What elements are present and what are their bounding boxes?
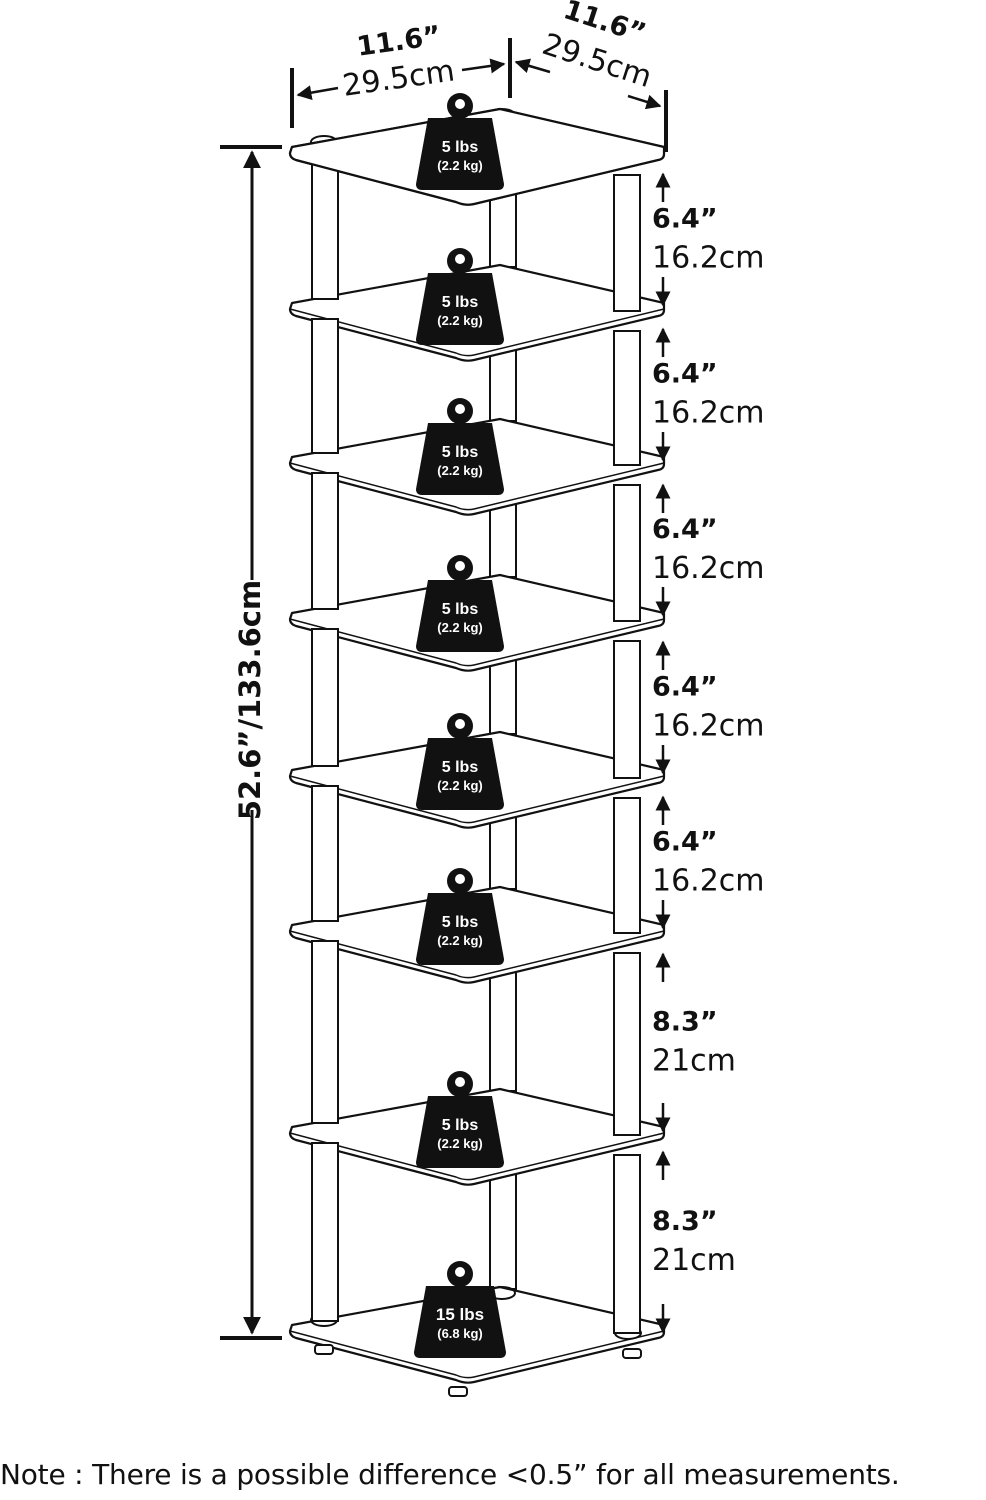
spacing-in-label: 6.4” [652, 514, 718, 545]
front-post-right [613, 484, 641, 622]
weight-lbs-label: 5 lbs [442, 294, 479, 311]
weight-badge: 5 lbs (2.2 kg) [416, 248, 504, 345]
weight-lbs-label: 5 lbs [442, 914, 479, 931]
weight-badge: 15 lbs (6.8 kg) [414, 1261, 506, 1358]
weight-badge: 5 lbs (2.2 kg) [416, 398, 504, 495]
weight-lbs-label: 5 lbs [442, 444, 479, 461]
weight-kg-label: (2.2 kg) [437, 620, 483, 635]
spacing-in-label: 6.4” [652, 359, 718, 390]
front-post-left [311, 162, 339, 300]
front-post-left [311, 1142, 339, 1322]
weight-lbs-label: 5 lbs [442, 759, 479, 776]
width-dimension: 11.6” 29.5cm [290, 20, 512, 128]
weight-kg-label: (2.2 kg) [437, 933, 483, 948]
weight-kg-label: (2.2 kg) [437, 778, 483, 793]
spacing-dimension: 6.4” 16.2cm [652, 327, 765, 462]
spacing-dimension: 8.3” 21cm [652, 1150, 736, 1334]
foot [314, 1344, 334, 1355]
spacing-dimension: 6.4” 16.2cm [652, 172, 765, 307]
foot [448, 1386, 468, 1397]
weight-kg-label: (2.2 kg) [437, 158, 483, 173]
spacing-dimension: 6.4” 16.2cm [652, 483, 765, 617]
front-post-right [613, 952, 641, 1136]
weight-lbs-label: 15 lbs [436, 1305, 484, 1324]
weight-badges: 5 lbs(2.2 kg)5 lbs(2.2 kg)5 lbs(2.2 kg)5… [414, 93, 506, 1358]
front-post-left [311, 318, 339, 454]
spacing-cm-label: 16.2cm [652, 551, 765, 586]
spacing-cm-label: 16.2cm [652, 709, 765, 744]
height-label: 52.6”/133.6cm [233, 580, 267, 820]
front-post-right [613, 640, 641, 779]
weight-badge: 5 lbs (2.2 kg) [416, 1071, 504, 1168]
spacing-dimension: 8.3” 21cm [652, 952, 736, 1133]
shelf-spacing-dimensions: 6.4” 16.2cm 6.4” 16.2cm 6.4” 16.2cm 6.4” 16.2cm… [652, 172, 765, 1334]
front-post-left [311, 940, 339, 1124]
front-post-left [311, 628, 339, 767]
foot [622, 1348, 642, 1359]
spacing-in-label: 6.4” [652, 827, 718, 858]
weight-kg-label: (6.8 kg) [437, 1326, 483, 1341]
weight-kg-label: (2.2 kg) [437, 463, 483, 478]
weight-badge: 5 lbs (2.2 kg) [416, 868, 504, 965]
spacing-in-label: 8.3” [652, 1007, 718, 1038]
front-post-right [613, 174, 641, 312]
weight-lbs-label: 5 lbs [442, 139, 479, 156]
spacing-in-label: 6.4” [652, 204, 718, 235]
front-post-right [613, 330, 641, 466]
measurement-note: Note : There is a possible difference <0… [0, 1458, 900, 1491]
weight-kg-label: (2.2 kg) [437, 1136, 483, 1151]
spacing-dimension: 6.4” 16.2cm [652, 795, 765, 930]
front-post-left [311, 785, 339, 922]
spacing-cm-label: 16.2cm [652, 864, 765, 899]
weight-lbs-label: 5 lbs [442, 601, 479, 618]
spacing-cm-label: 16.2cm [652, 396, 765, 431]
weight-kg-label: (2.2 kg) [437, 313, 483, 328]
spacing-cm-label: 21cm [652, 1243, 736, 1278]
weight-badge: 5 lbs (2.2 kg) [416, 713, 504, 810]
weight-lbs-label: 5 lbs [442, 1117, 479, 1134]
spacing-cm-label: 21cm [652, 1044, 736, 1079]
shelf-dimension-diagram: 5 lbs(2.2 kg)5 lbs(2.2 kg)5 lbs(2.2 kg)5… [220, 0, 765, 1397]
weight-badge: 5 lbs (2.2 kg) [416, 93, 504, 190]
front-post-right [613, 797, 641, 934]
spacing-cm-label: 16.2cm [652, 241, 765, 276]
spacing-in-label: 8.3” [652, 1206, 718, 1237]
front-post-left [311, 472, 339, 610]
height-dimension: 52.6”/133.6cm [220, 145, 282, 1340]
spacing-in-label: 6.4” [652, 672, 718, 703]
spacing-dimension: 6.4” 16.2cm [652, 640, 765, 775]
front-post-right [613, 1154, 641, 1334]
weight-badge: 5 lbs (2.2 kg) [416, 555, 504, 652]
